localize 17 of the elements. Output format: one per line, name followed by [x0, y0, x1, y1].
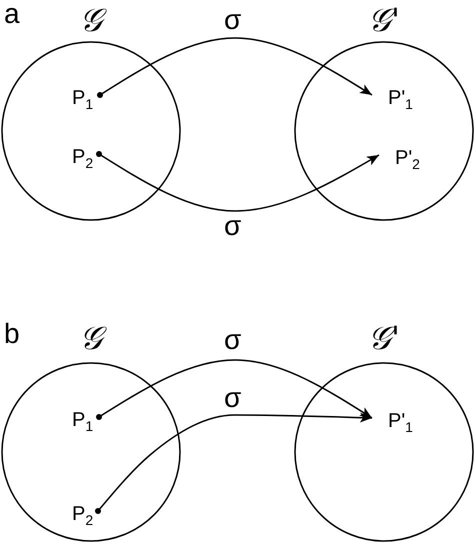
set-label: 𝒢'	[367, 2, 401, 38]
panel-label: b	[4, 320, 20, 348]
set-label: 𝒢	[51, 320, 131, 356]
arrow	[100, 37, 372, 96]
arrow	[98, 153, 380, 212]
set-label: 𝒢	[51, 2, 131, 38]
point-label: P'$_{2}$	[395, 147, 420, 174]
point-label: P$_{1}$	[72, 409, 94, 436]
panel-label: a	[4, 0, 20, 28]
arrow	[97, 412, 372, 512]
point-label: P$_{1}$	[72, 87, 94, 114]
set-label: 𝒢'	[367, 320, 401, 356]
point-label: P$_{2}$	[72, 503, 94, 530]
point-label: P'$_{1}$	[388, 410, 413, 437]
point-label: P$_{2}$	[72, 146, 94, 173]
arrow	[98, 359, 372, 419]
point-label: P'$_{1}$	[388, 87, 413, 114]
